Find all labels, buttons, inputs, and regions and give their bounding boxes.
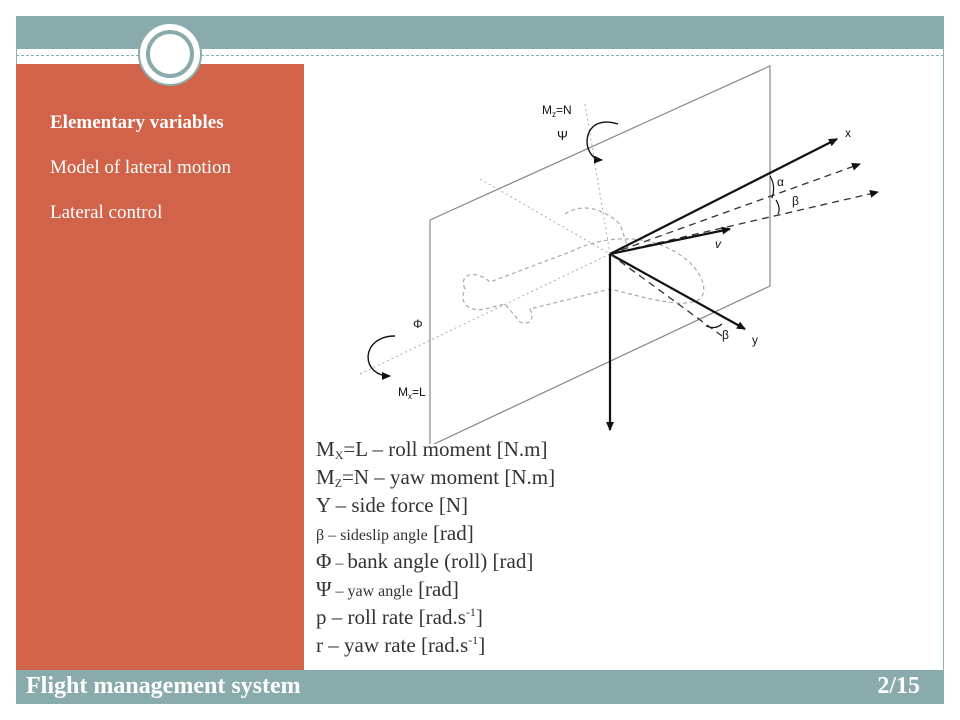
top-divider — [16, 55, 944, 56]
presentation-title: Flight management system — [26, 673, 301, 699]
legend-yaw-moment: MZ=N – yaw moment [N.m] — [316, 465, 556, 490]
x-axis-arrow — [609, 138, 838, 255]
legend-bank-angle: Φ – bank angle (roll) [rad] — [316, 549, 534, 573]
alpha-label: α — [777, 175, 784, 189]
alpha-arc — [769, 175, 775, 199]
legend-roll-moment: MX=L – roll moment [N.m] — [316, 437, 548, 462]
mz-label: Mz=N — [542, 103, 572, 119]
roll-axis-dotted — [359, 253, 611, 375]
x-axis-label: x — [845, 126, 851, 140]
yaw-moment-arrow — [586, 121, 619, 164]
beta-bottom-label: β — [722, 328, 729, 342]
z-axis-label: z — [621, 441, 628, 444]
sidebar — [16, 64, 304, 670]
nav-item-lateral-control[interactable]: Lateral control — [50, 202, 163, 223]
psi-label: Ψ — [557, 128, 568, 143]
roll-moment-arrow — [367, 335, 396, 380]
y-beta-dashed — [609, 253, 723, 337]
wing-outline — [564, 207, 631, 255]
lateral-axis-dotted — [479, 178, 611, 255]
nav-item-model-of-lateral-motion[interactable]: Model of lateral motion — [50, 157, 231, 178]
aircraft-axes-diagram: Mz=N Ψ x α β v Φ Mx=L β y z — [359, 65, 879, 444]
beta-reference-dashed — [609, 189, 879, 255]
medallion-ornament — [138, 22, 202, 86]
beta-bottom-arc — [705, 323, 723, 329]
beta-top-arc — [775, 199, 780, 215]
y-axis-label: y — [752, 333, 758, 347]
footer-bar: Flight management system 2/15 — [16, 670, 944, 704]
phi-label: Φ — [413, 317, 423, 331]
nav-item-elementary-variables[interactable]: Elementary variables — [50, 112, 224, 133]
v-vector-arrow — [609, 226, 731, 256]
beta-top-label: β — [792, 194, 799, 208]
page-number: 2/15 — [877, 673, 920, 699]
alpha-reference-dashed — [609, 162, 861, 255]
legend-yaw-rate: r – yaw rate [rad.s-1] — [316, 633, 486, 657]
legend-side-force: Y – side force [N] — [316, 493, 468, 517]
y-axis-arrow — [609, 253, 746, 330]
yaw-axis-dotted — [584, 103, 611, 255]
legend-sideslip-angle: β – sideslip angle [rad] — [316, 521, 474, 545]
legend-roll-rate: p – roll rate [rad.s-1] — [316, 605, 483, 629]
mx-label: Mx=L — [398, 385, 426, 401]
aircraft-silhouette — [462, 238, 705, 324]
variable-legend: MX=L – roll moment [N.m] MZ=N – yaw mome… — [316, 435, 555, 659]
sidebar-nav: Elementary variables Model of lateral mo… — [50, 110, 231, 245]
medallion-ring — [146, 30, 194, 78]
v-label: v — [715, 237, 722, 251]
legend-yaw-angle: Ψ – yaw angle [rad] — [316, 577, 459, 601]
symmetry-plane — [429, 65, 771, 444]
